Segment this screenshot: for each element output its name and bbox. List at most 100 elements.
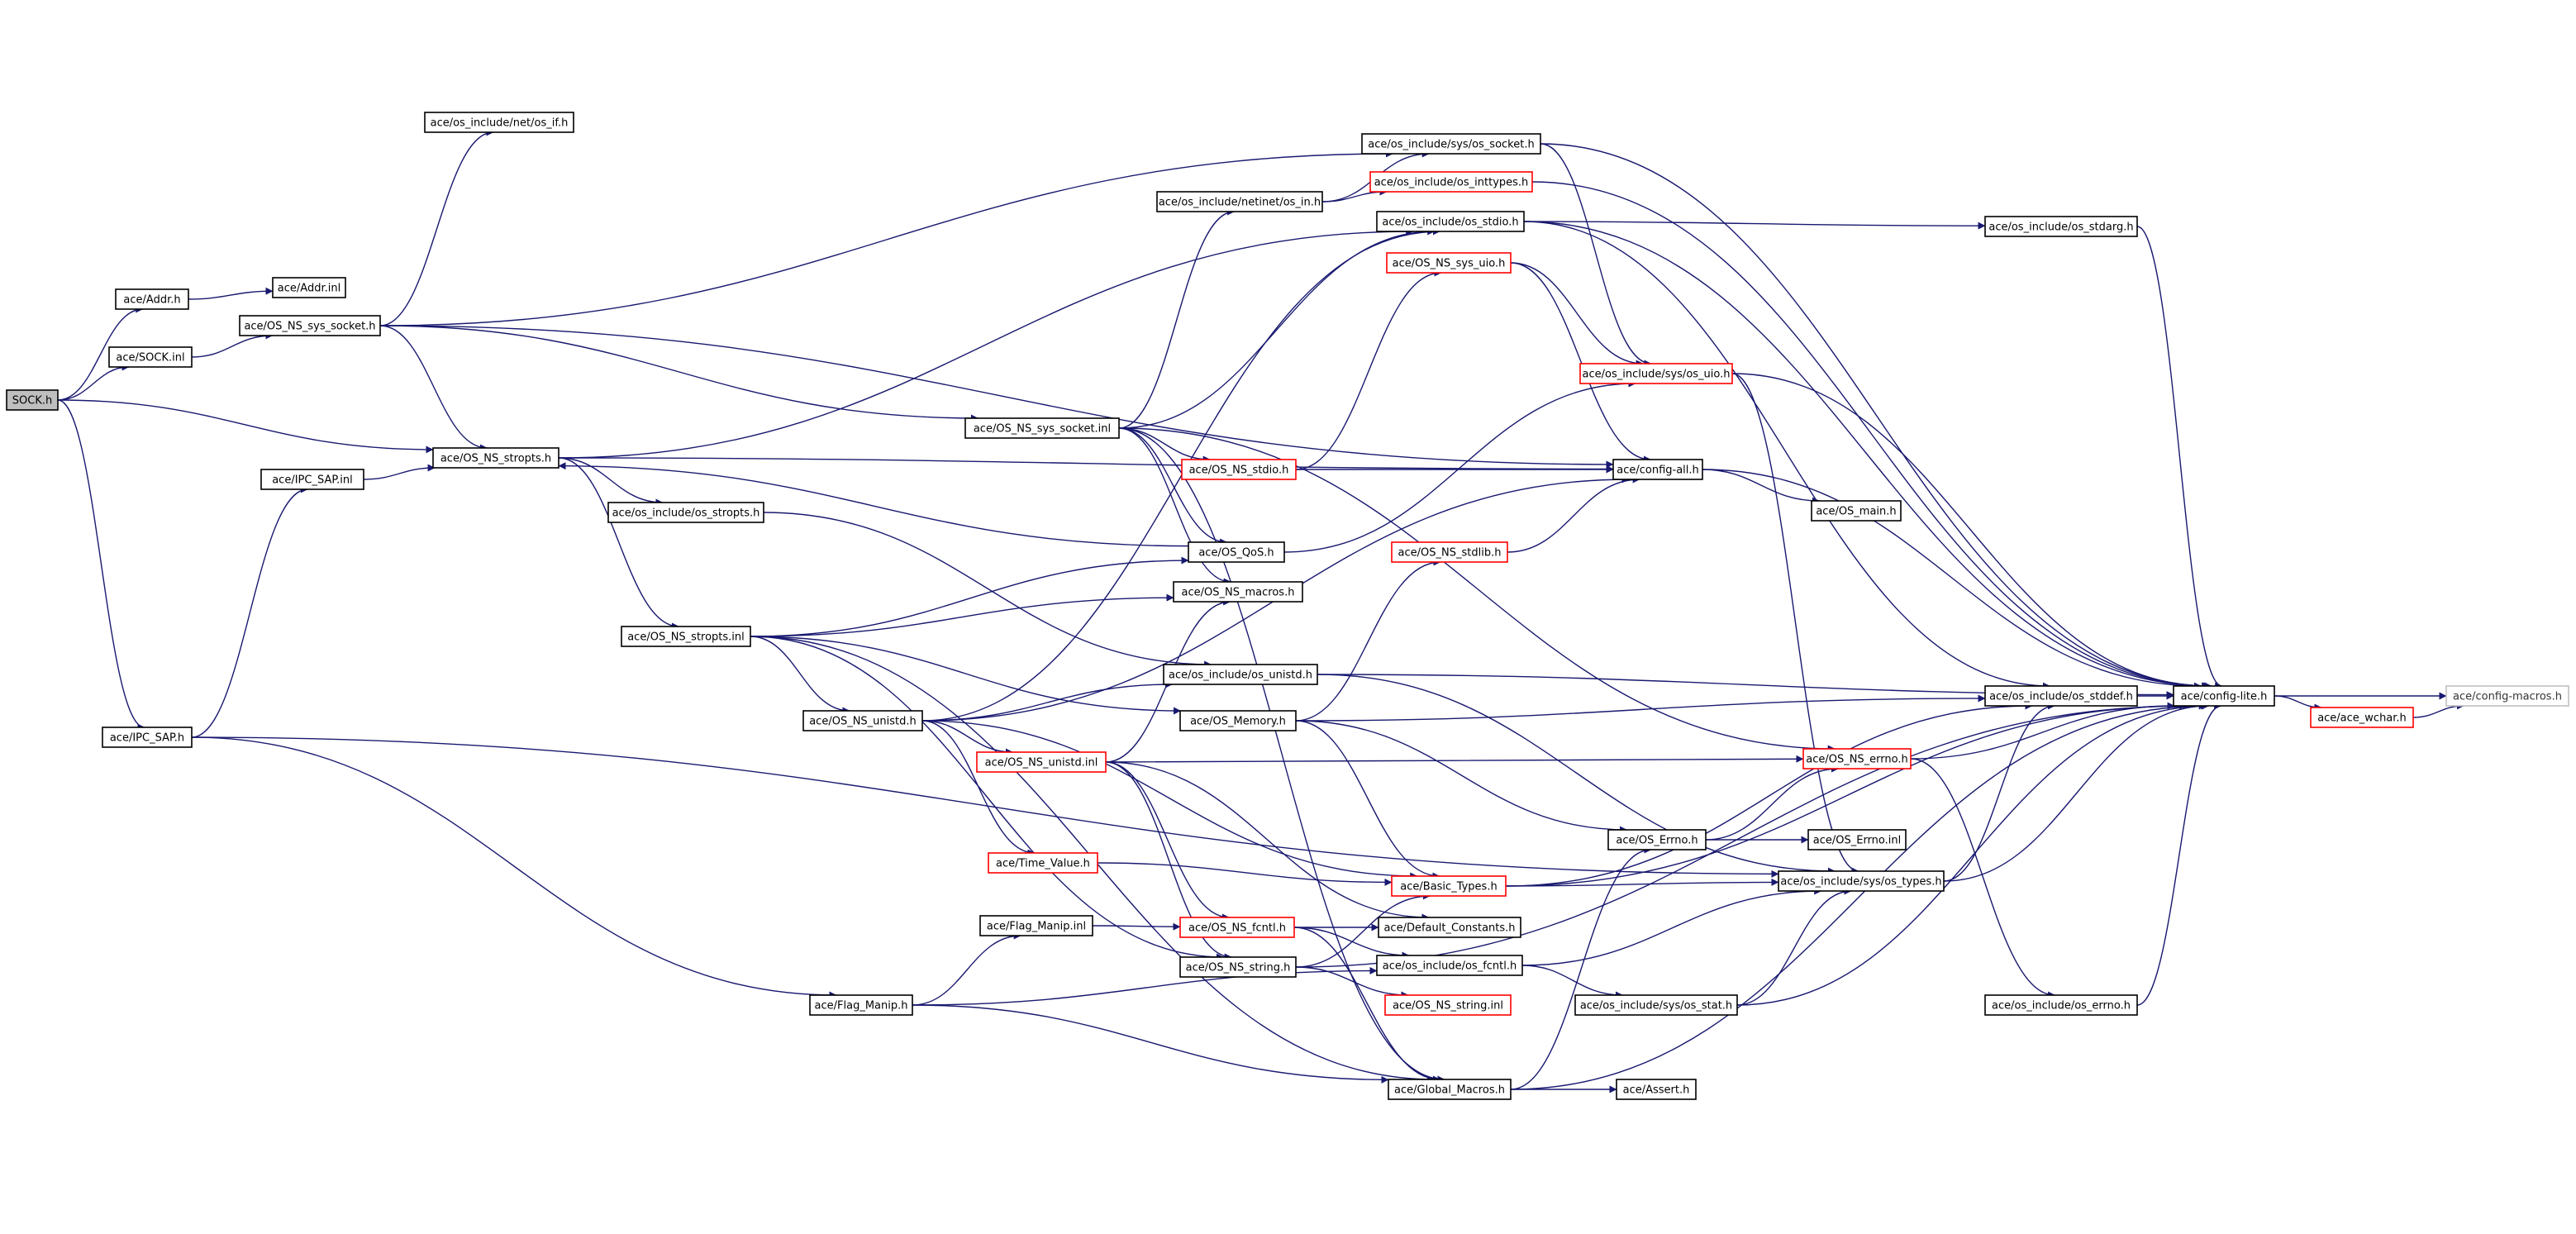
edge-ipc_sap_h-to-ipc_inl: [191, 485, 308, 738]
node-assert-h[interactable]: ace/Assert.h: [1616, 1079, 1697, 1100]
node-box: [102, 727, 193, 748]
node-ipc-sap-h[interactable]: ace/IPC_SAP.h: [102, 727, 193, 748]
node-box: [1984, 685, 2138, 707]
edge-os_errno_class_h-to-ns_errno_h: [1705, 765, 1840, 841]
node-label: ace/SOCK.inl: [116, 352, 184, 364]
node-flag-manip-inl[interactable]: ace/Flag_Manip.inl: [979, 915, 1093, 936]
node-ns-fcntl-h[interactable]: ace/OS_NS_fcntl.h: [1179, 917, 1295, 938]
node-box: [1579, 363, 1733, 384]
node-box: [1376, 211, 1525, 232]
node-addr-inl[interactable]: ace/Addr.inl: [272, 277, 346, 298]
node-os-stropts-h[interactable]: ace/os_include/os_stropts.h: [607, 502, 764, 523]
edge-ipc_sap_h-to-os_sys_types_h: [191, 736, 1779, 878]
node-label: ace/OS_NS_stdio.h: [1189, 465, 1289, 477]
node-box: [1616, 1079, 1697, 1100]
node-addr-h[interactable]: ace/Addr.h: [115, 288, 189, 310]
edge-ns_socket_h-to-os_sys_socket_h: [379, 150, 1393, 326]
edge-os_sys_stat_h-to-os_sys_types_h: [1736, 887, 1852, 1006]
edge-ns_stropts_inl-to-os_qos_h: [750, 556, 1189, 637]
node-time-value-h[interactable]: ace/Time_Value.h: [988, 852, 1098, 874]
node-label: ace/OS_Errno.h: [1616, 835, 1697, 847]
node-os-inttypes-h[interactable]: ace/os_include/os_inttypes.h: [1369, 171, 1533, 193]
node-ns-socket-h[interactable]: ace/OS_NS_sys_socket.h: [239, 315, 381, 336]
edge-ns_socket_h-to-ns_stropts_h: [379, 325, 488, 452]
edge-ns_stropts_inl-to-ns_string_h: [750, 636, 1224, 961]
edge-ns_unistd_inl-to-ns_errno_h: [1105, 755, 1804, 763]
node-label: ace/Addr.inl: [278, 283, 340, 295]
edge-ns_socket_h-to-config_all_h: [379, 325, 1614, 469]
node-os-sys-types-h[interactable]: ace/os_include/sys/os_types.h: [1778, 870, 1945, 892]
node-box: [1391, 541, 1508, 563]
edge-ns_errno_h-to-os_errno_h: [1910, 758, 2056, 999]
node-os-sys-socket-h[interactable]: ace/os_include/sys/os_socket.h: [1361, 133, 1541, 155]
node-box: [621, 626, 751, 647]
edge-os_sys_uio_h-to-os_sys_types_h: [1731, 373, 1859, 875]
node-box: [809, 994, 913, 1016]
node-label: ace/Assert.h: [1623, 1084, 1690, 1097]
node-ns-stropts-h[interactable]: ace/OS_NS_stropts.h: [432, 447, 559, 469]
edge-os_memory_h-to-os_errno_class_h: [1295, 720, 1628, 834]
node-os-errno-h[interactable]: ace/os_include/os_errno.h: [1984, 994, 2138, 1016]
node-flag-manip-h[interactable]: ace/Flag_Manip.h: [809, 994, 913, 1016]
edge-os_stdio_h-to-os_stddef_h: [1523, 221, 2050, 690]
node-sock-inl[interactable]: ace/SOCK.inl: [108, 346, 193, 368]
node-os-stdio-h[interactable]: ace/os_include/os_stdio.h: [1376, 211, 1525, 232]
node-os-qos-h[interactable]: ace/OS_QoS.h: [1188, 541, 1285, 563]
node-ns-unistd-inl[interactable]: ace/OS_NS_unistd.inl: [976, 751, 1107, 773]
node-label: ace/Flag_Manip.inl: [987, 921, 1086, 933]
node-os-in-h[interactable]: ace/os_include/netinet/os_in.h: [1156, 191, 1323, 212]
node-label: ace/os_include/os_stdio.h: [1382, 217, 1518, 229]
node-ace-wchar-h[interactable]: ace/ace_wchar.h: [2310, 707, 2414, 728]
node-os-sys-stat-h[interactable]: ace/os_include/sys/os_stat.h: [1574, 994, 1738, 1016]
node-os-stddef-h[interactable]: ace/os_include/os_stddef.h: [1984, 685, 2138, 707]
node-box: [1179, 917, 1295, 938]
node-ns-string-inl[interactable]: ace/OS_NS_string.inl: [1384, 994, 1512, 1016]
node-config-lite-h[interactable]: ace/config-lite.h: [2173, 685, 2275, 707]
node-ns-sys-uio-h[interactable]: ace/OS_NS_sys_uio.h: [1386, 252, 1512, 274]
node-ns-string-h[interactable]: ace/OS_NS_string.h: [1179, 956, 1297, 978]
node-box: [1807, 829, 1907, 850]
node-ns-macros-h[interactable]: ace/OS_NS_macros.h: [1173, 581, 1303, 603]
node-ns-stropts-inl[interactable]: ace/OS_NS_stropts.inl: [621, 626, 751, 647]
node-label: ace/os_include/os_unistd.h: [1169, 669, 1312, 682]
node-sock-h[interactable]: SOCK.h: [6, 389, 59, 411]
node-ns-stdio-h[interactable]: ace/OS_NS_stdio.h: [1181, 459, 1297, 480]
node-default-constants-h[interactable]: ace/Default_Constants.h: [1378, 917, 1521, 938]
node-os-stdarg-h[interactable]: ace/os_include/os_stdarg.h: [1984, 216, 2138, 237]
node-os-fcntl-h[interactable]: ace/os_include/os_fcntl.h: [1376, 955, 1523, 976]
edge-basic_types_h-to-os_stddef_h: [1505, 702, 2033, 887]
node-label: ace/os_include/netinet/os_in.h: [1159, 197, 1321, 209]
node-ns-socket-inl[interactable]: ace/OS_NS_sys_socket.inl: [964, 417, 1120, 439]
node-os-main-h[interactable]: ace/OS_main.h: [1811, 500, 1902, 522]
node-box: [1384, 994, 1512, 1016]
node-config-all-h[interactable]: ace/config-all.h: [1612, 459, 1703, 480]
edge-ns_unistd_h-to-os_unistd_h: [921, 680, 1173, 722]
edge-ns_stdlib_h-to-config_all_h: [1507, 475, 1640, 553]
node-ipc-inl[interactable]: ace/IPC_SAP.inl: [260, 469, 364, 490]
edge-os_sys_types_h-to-config_lite_h: [1943, 702, 2210, 882]
node-ns-unistd-h[interactable]: ace/OS_NS_unistd.h: [802, 710, 923, 731]
node-label: ace/OS_NS_macros.h: [1182, 587, 1295, 599]
node-box: [979, 915, 1093, 936]
edge-flag_manip_h-to-os_fcntl_h: [912, 967, 1378, 1006]
edge-time_value_h-to-basic_types_h: [1097, 862, 1393, 886]
node-config-macros-h[interactable]: ace/config-macros.h: [2445, 685, 2569, 707]
node-basic-types-h[interactable]: ace/Basic_Types.h: [1391, 875, 1507, 897]
node-label: ace/os_include/os_stddef.h: [1989, 691, 2133, 703]
node-ns-errno-h[interactable]: ace/OS_NS_errno.h: [1802, 748, 1912, 769]
node-global-macros-h[interactable]: ace/Global_Macros.h: [1388, 1079, 1512, 1100]
node-label: ace/os_include/sys/os_uio.h: [1583, 369, 1731, 381]
node-os-unistd-h[interactable]: ace/os_include/os_unistd.h: [1163, 664, 1318, 685]
node-os-memory-h[interactable]: ace/OS_Memory.h: [1179, 710, 1297, 731]
node-label: ace/OS_NS_sys_socket.inl: [974, 423, 1111, 436]
node-os-errno-inl[interactable]: ace/OS_Errno.inl: [1807, 829, 1907, 850]
node-label: ace/Flag_Manip.h: [815, 1000, 908, 1012]
node-box: [432, 447, 559, 469]
node-os-errno-class-h[interactable]: ace/OS_Errno.h: [1607, 829, 1707, 850]
edge-ns_stropts_h-to-ns_stropts_inl: [558, 457, 679, 631]
node-box: [1612, 459, 1703, 480]
edge-ns_unistd_h-to-time_value_h: [921, 720, 1036, 857]
node-os-sys-uio-h[interactable]: ace/os_include/sys/os_uio.h: [1579, 363, 1733, 384]
node-os-if-h[interactable]: ace/os_include/net/os_if.h: [424, 112, 574, 133]
node-ns-stdlib-h[interactable]: ace/OS_NS_stdlib.h: [1391, 541, 1508, 563]
